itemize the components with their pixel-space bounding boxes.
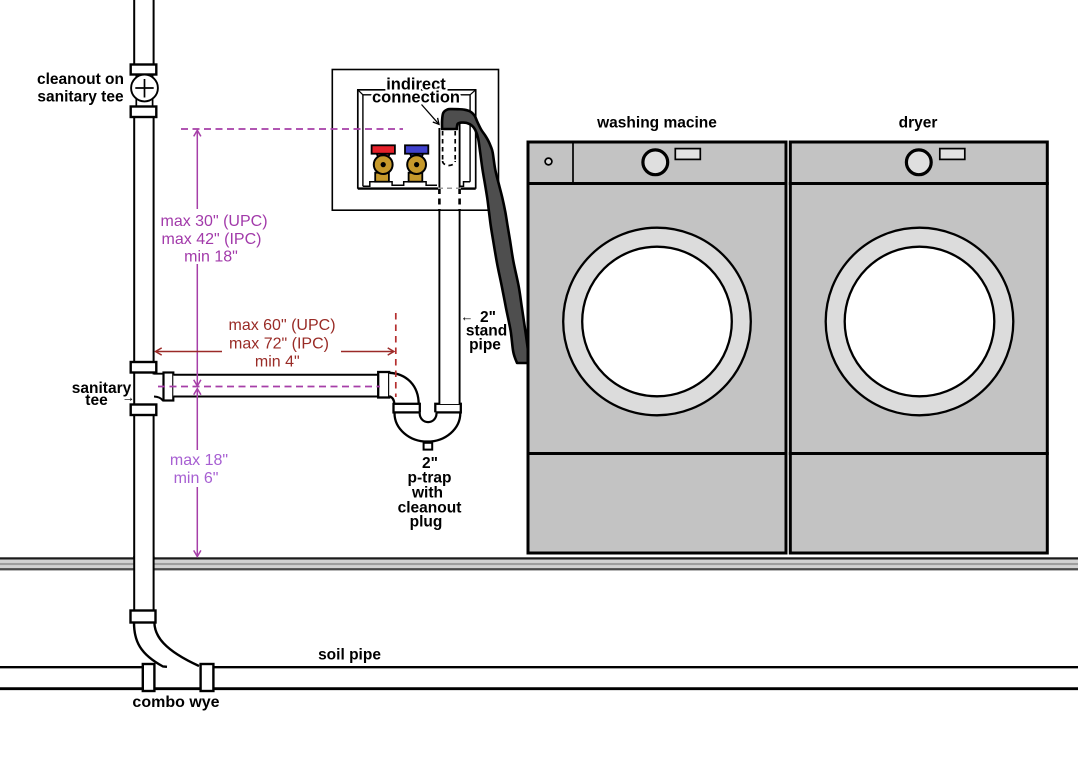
svg-text:combo wye: combo wye (132, 694, 219, 711)
svg-text:dryer: dryer (899, 115, 938, 132)
svg-text:connection: connection (372, 89, 460, 107)
svg-text:pipe: pipe (469, 336, 501, 353)
svg-text:←: ← (461, 309, 474, 324)
svg-text:2": 2" (480, 309, 496, 326)
svg-text:min 4": min 4" (255, 353, 300, 370)
svg-text:max 42" (IPC): max 42" (IPC) (162, 231, 262, 248)
svg-text:max 60" (UPC): max 60" (UPC) (228, 317, 335, 334)
svg-text:sanitary tee: sanitary tee (37, 89, 124, 106)
svg-text:sanitary: sanitary (72, 380, 132, 397)
svg-text:stand: stand (466, 323, 507, 340)
svg-text:plug: plug (410, 514, 443, 531)
svg-text:max 18": max 18" (170, 452, 228, 469)
svg-text:min 6": min 6" (174, 470, 219, 487)
svg-text:indirect: indirect (386, 75, 446, 93)
svg-text:soil pipe: soil pipe (318, 647, 381, 664)
svg-text:tee: tee (85, 392, 108, 409)
svg-text:cleanout: cleanout (398, 499, 462, 516)
svg-text:max 30" (UPC): max 30" (UPC) (160, 213, 267, 230)
svg-text:2": 2" (422, 455, 438, 472)
svg-text:max 72" (IPC): max 72" (IPC) (229, 335, 329, 352)
svg-text:min 18": min 18" (184, 249, 238, 266)
svg-text:→: → (122, 390, 135, 405)
svg-text:with: with (411, 484, 443, 501)
svg-text:cleanout on: cleanout on (37, 71, 124, 88)
svg-text:p-trap: p-trap (408, 469, 452, 486)
svg-text:washing macine: washing macine (596, 115, 717, 132)
